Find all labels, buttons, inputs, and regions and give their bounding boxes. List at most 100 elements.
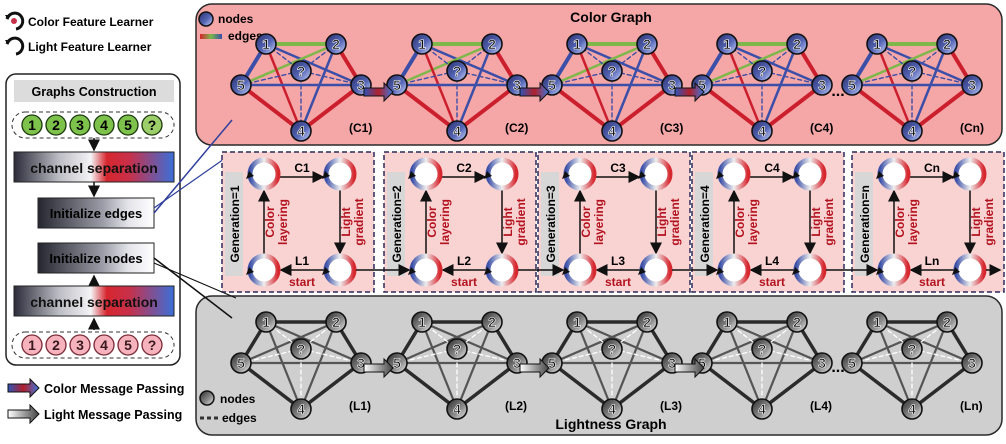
color-edge-legend-icon xyxy=(200,34,222,39)
graph-label: (C3) xyxy=(660,121,683,135)
color-layering-line1: Color xyxy=(893,206,907,238)
node-learner-icon xyxy=(408,157,443,191)
color-node xyxy=(841,74,863,96)
initialize-edges-box xyxy=(37,197,155,229)
light-node-label: 3 xyxy=(668,355,676,371)
green-node-label: 1 xyxy=(28,117,36,133)
light-node xyxy=(601,398,623,420)
pink-node xyxy=(21,334,43,356)
green-node xyxy=(141,114,163,136)
light-gradient-line1: Light xyxy=(655,207,669,236)
color-edge xyxy=(610,83,674,133)
cycle-l-label: L1 xyxy=(295,254,309,268)
light-edge xyxy=(395,361,459,411)
cycle-c-label: C2 xyxy=(456,161,472,175)
node-learner-icon xyxy=(246,157,281,191)
color-node xyxy=(566,33,588,55)
light-node xyxy=(255,311,277,333)
color-edge xyxy=(875,42,974,87)
graph-label: (Ln) xyxy=(960,399,983,413)
color-node xyxy=(811,74,833,96)
light-node xyxy=(230,352,252,374)
color-node xyxy=(386,74,408,96)
node-learner-icon xyxy=(322,253,357,287)
color-node-label: 2 xyxy=(488,36,496,52)
color-learner-icon xyxy=(5,11,25,31)
color-edge xyxy=(910,42,949,133)
generation-label: Generation=n xyxy=(858,185,872,263)
color-node-label: 4 xyxy=(908,123,916,139)
color-layering-line1: Color xyxy=(425,206,439,238)
green-node-label: 4 xyxy=(100,117,108,133)
node-learner-icon xyxy=(792,253,827,287)
light-node-label: 4 xyxy=(758,401,766,417)
edge-learner-icon xyxy=(876,253,911,287)
color-node xyxy=(481,33,503,55)
color-pass-arrow-icon xyxy=(7,377,40,399)
cycle-start-label: start xyxy=(289,275,315,289)
edge-learner-icon xyxy=(484,157,519,191)
initialize-nodes-label: Initialize nodes xyxy=(49,251,142,266)
light-node-label: 2 xyxy=(488,314,496,330)
light-learner-label: Light Feature Learner xyxy=(28,40,152,54)
light-node-legend-icon xyxy=(199,390,215,406)
light-edge xyxy=(420,320,459,411)
light-node-label: ? xyxy=(297,341,306,357)
generation-label-bg xyxy=(387,172,405,276)
color-node-label: 3 xyxy=(513,77,521,93)
pink-node xyxy=(93,334,115,356)
color-edge xyxy=(760,83,824,133)
color-pass-arrow xyxy=(363,81,394,103)
color-layering-line1: Color xyxy=(263,206,277,238)
color-node xyxy=(601,120,623,142)
color-node xyxy=(290,60,312,82)
pink-node-label: ? xyxy=(148,337,157,353)
light-node-label: 2 xyxy=(943,314,951,330)
generation-label-group: Generation=n xyxy=(855,172,873,276)
color-layering-line2: layering xyxy=(438,199,452,245)
color-node xyxy=(636,33,658,55)
color-node xyxy=(411,33,433,55)
light-edge xyxy=(299,361,363,411)
cycle-start-label: start xyxy=(605,275,631,289)
color-graph-title: Color Graph xyxy=(570,9,652,25)
node-learner-icon xyxy=(484,253,519,287)
channel-separation-top xyxy=(13,151,175,183)
color-pass-arrow xyxy=(674,81,705,103)
pink-node-label: 1 xyxy=(28,337,36,353)
light-node-label: 1 xyxy=(262,314,270,330)
light-pass-arrow xyxy=(519,357,550,379)
color-node xyxy=(866,33,888,55)
light-edge-legend-label: edges xyxy=(222,411,257,425)
light-gradient-line2: gradient xyxy=(352,198,366,245)
light-node xyxy=(325,311,347,333)
construction-title-bg xyxy=(14,80,174,102)
node-learner-icon xyxy=(562,157,597,191)
color-node-label: 4 xyxy=(297,123,305,139)
cycle-start-label: start xyxy=(759,275,785,289)
color-node-label: 3 xyxy=(818,77,826,93)
color-node-label: 3 xyxy=(357,77,365,93)
light-gradient-line1: Light xyxy=(969,207,983,236)
light-gradient-line1: Light xyxy=(809,207,823,236)
generation-label-bg xyxy=(541,172,559,276)
color-edge xyxy=(575,42,614,133)
light-node-label: ? xyxy=(758,341,767,357)
green-node xyxy=(117,114,139,136)
color-edge xyxy=(550,83,614,133)
color-node-label: 4 xyxy=(758,123,766,139)
light-node xyxy=(751,338,773,360)
light-edge xyxy=(550,320,649,365)
light-node xyxy=(481,311,503,333)
light-node-label: ? xyxy=(453,341,462,357)
light-node-label: 2 xyxy=(643,314,651,330)
light-pass-arrow xyxy=(674,357,705,379)
light-node xyxy=(961,352,983,374)
light-edge xyxy=(264,320,363,365)
